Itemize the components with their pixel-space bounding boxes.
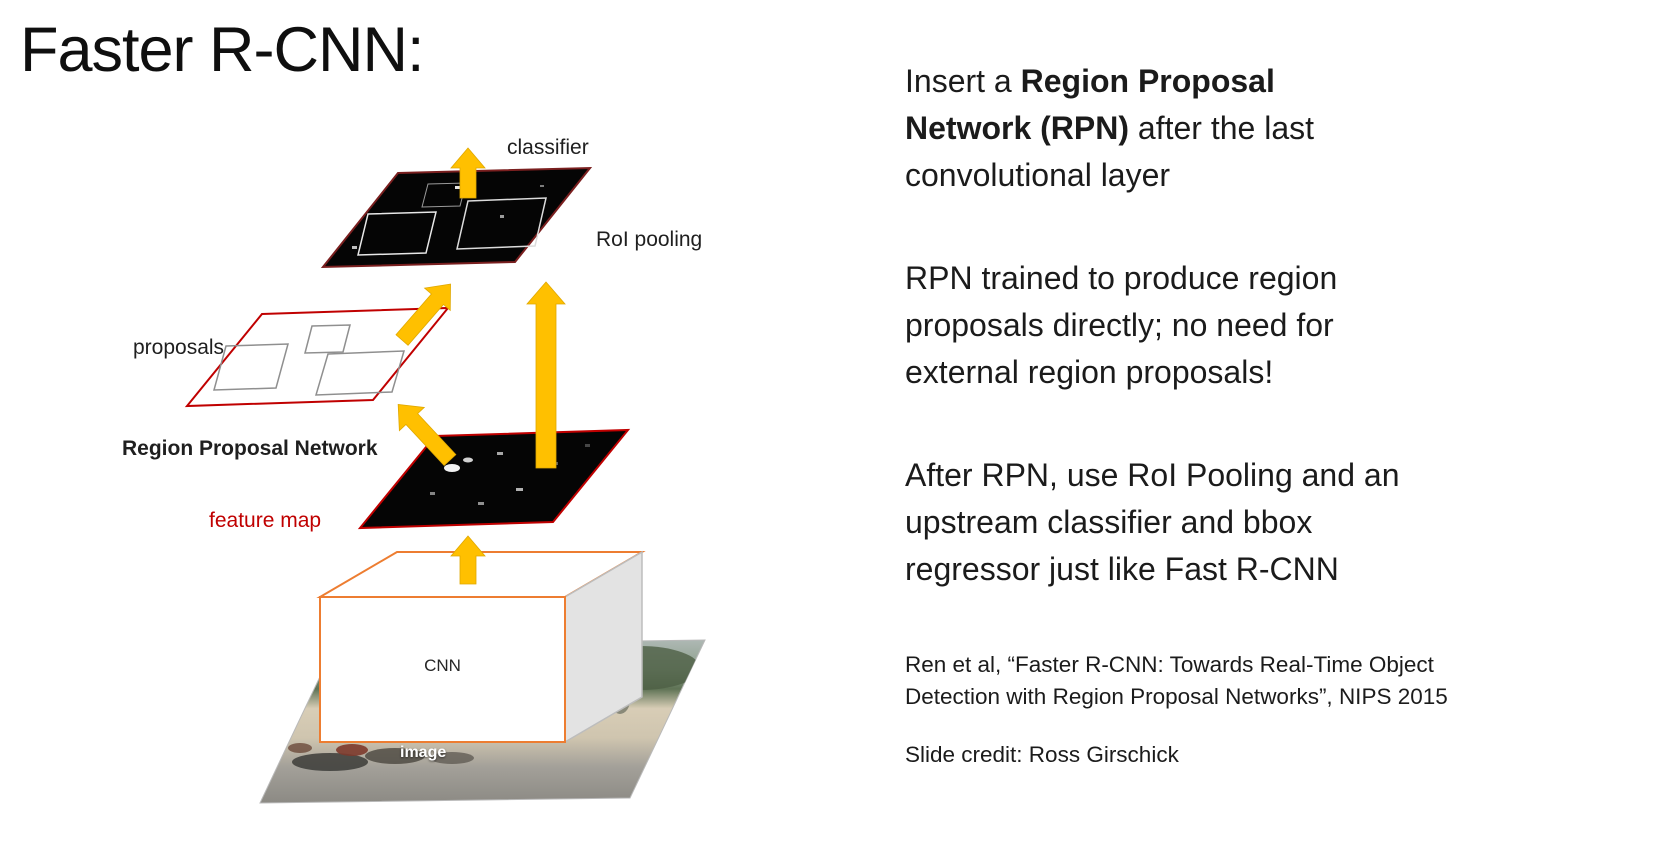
feature-map-plane xyxy=(357,428,631,530)
proposals-plane xyxy=(184,306,451,408)
after-rpn-paragraph: After RPN, use RoI Pooling and an upstrea… xyxy=(905,452,1585,593)
p1-run5: convolutional layer xyxy=(905,157,1171,194)
featuremap-to-roi-arrow xyxy=(526,281,566,469)
cnn-to-featuremap-arrow xyxy=(450,535,486,585)
citation-line2: Detection with Region Proposal Networks”… xyxy=(905,683,1448,709)
proposals-label: proposals xyxy=(133,336,225,359)
p3-line1: After RPN, use RoI Pooling and an xyxy=(905,457,1400,494)
proposal-boxes xyxy=(213,324,406,396)
roi-boxes xyxy=(352,182,547,256)
p3-line2: upstream classifier and bbox xyxy=(905,504,1313,541)
rpn-trained-paragraph: RPN trained to produce region proposals d… xyxy=(905,255,1585,396)
classifier-arrow xyxy=(450,147,486,199)
citation-text: Ren et al, “Faster R-CNN: Towards Real-T… xyxy=(905,649,1585,712)
architecture-diagram-canvas xyxy=(184,147,706,804)
p2-line2: proposals directly; no need for xyxy=(905,307,1334,344)
feature-map-activations xyxy=(430,444,590,505)
rpn-label: Region Proposal Network xyxy=(122,437,378,460)
citation-line1: Ren et al, “Faster R-CNN: Towards Real-T… xyxy=(905,652,1434,678)
image-label: image xyxy=(400,744,447,761)
p3-line3: regressor just like Fast R-CNN xyxy=(905,551,1339,588)
featuremap-to-proposals-arrow xyxy=(397,403,457,467)
proposals-to-roi-arrow xyxy=(395,283,451,346)
p1-run4: after the last xyxy=(1129,110,1314,147)
p2-line1: RPN trained to produce region xyxy=(905,260,1338,297)
architecture-diagram: classifier RoI pooling proposals Region … xyxy=(0,0,800,848)
slide-title: Faster R-CNN: xyxy=(20,15,425,85)
cnn-box xyxy=(316,550,646,744)
roi-pooling-label: RoI pooling xyxy=(596,228,703,251)
p2-line3: external region proposals! xyxy=(905,354,1274,391)
p1-run1: Insert a xyxy=(905,63,1021,99)
cnn-label: CNN xyxy=(424,656,461,675)
classifier-label: classifier xyxy=(507,136,589,159)
roi-pooling-plane xyxy=(320,166,593,269)
p1-run2-bold: Region Proposal xyxy=(1020,63,1275,99)
p1-run3-bold: Network (RPN) xyxy=(905,110,1130,147)
feature-map-label: feature map xyxy=(209,509,322,532)
slide-credit-text: Slide credit: Ross Girschick xyxy=(905,742,1179,768)
